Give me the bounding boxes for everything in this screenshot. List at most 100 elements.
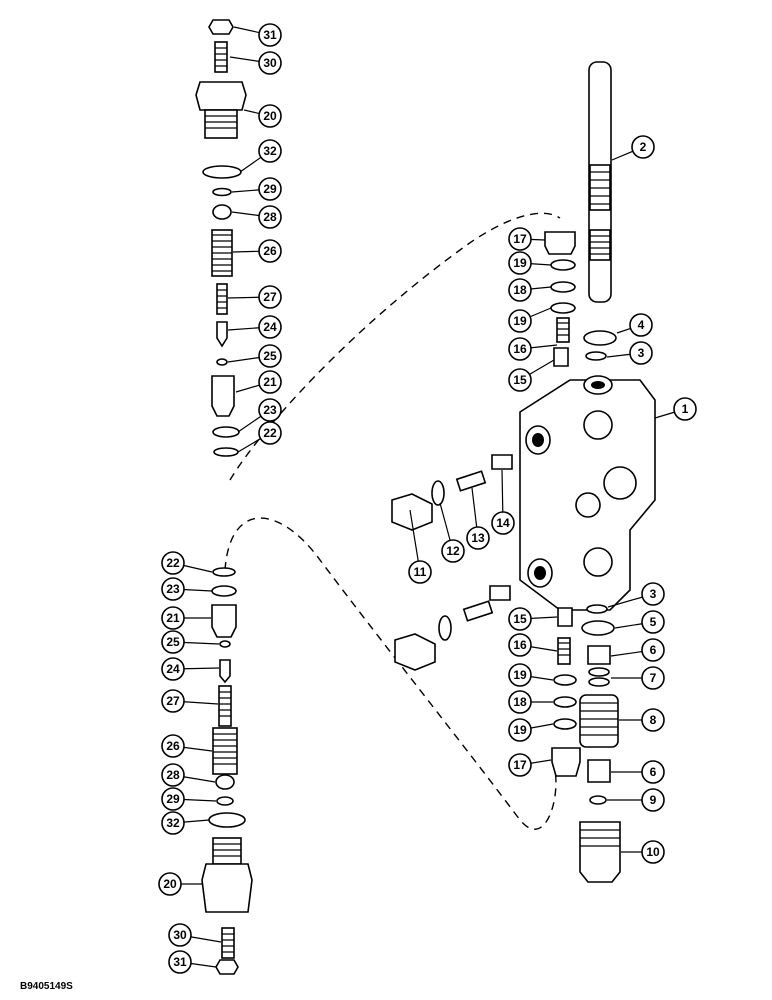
- callout-8: 8: [619, 708, 665, 732]
- callout-number: 31: [263, 28, 277, 42]
- callout-number: 31: [173, 955, 187, 969]
- callout-bubble: [508, 337, 532, 361]
- callout-6: 6: [611, 760, 665, 784]
- callout-bubble: [408, 560, 432, 584]
- callout-bubble: [508, 251, 532, 275]
- callout-bubble: [258, 104, 282, 128]
- callout-number: 3: [638, 346, 645, 360]
- callout-number: 19: [513, 668, 527, 682]
- lower-body-stack: [551, 604, 621, 883]
- callout-28: 28: [161, 763, 216, 787]
- callout-number: 25: [263, 349, 277, 363]
- callout-number: 9: [650, 793, 657, 807]
- callout-19: 19: [508, 718, 554, 742]
- callout-27: 27: [227, 285, 282, 309]
- callout-number: 24: [166, 662, 180, 676]
- callout-bubble: [161, 657, 185, 681]
- callout-bubble: [161, 734, 185, 758]
- callout-13: 13: [466, 487, 490, 550]
- callout-21: 21: [235, 370, 282, 394]
- callout-bubble: [161, 577, 185, 601]
- callout-number: 14: [496, 516, 510, 530]
- callout-number: 27: [166, 694, 180, 708]
- callout-30: 30: [168, 923, 222, 947]
- callout-bubble: [466, 526, 490, 550]
- callout-5: 5: [614, 610, 665, 634]
- callout-bubble: [641, 708, 665, 732]
- callout-18: 18: [508, 690, 553, 714]
- upper-relief-valve-parts: [195, 19, 247, 457]
- callout-bubble: [508, 718, 532, 742]
- callout-bubble: [641, 760, 665, 784]
- callout-19: 19: [508, 663, 554, 687]
- callout-number: 28: [263, 210, 277, 224]
- callout-6: 6: [610, 638, 665, 662]
- callout-15: 15: [508, 359, 555, 392]
- callout-number: 22: [263, 426, 277, 440]
- callout-bubble: [508, 633, 532, 657]
- callout-bubble: [161, 689, 185, 713]
- callout-number: 26: [263, 244, 277, 258]
- callout-number: 23: [166, 582, 180, 596]
- callout-24: 24: [227, 315, 282, 339]
- callout-18: 18: [508, 278, 552, 302]
- callout-bubble: [641, 582, 665, 606]
- callout-bubble: [641, 610, 665, 634]
- callout-bubble: [161, 606, 185, 630]
- callout-16: 16: [508, 633, 558, 657]
- callout-bubble: [258, 205, 282, 229]
- callout-bubble: [641, 638, 665, 662]
- callout-number: 8: [650, 713, 657, 727]
- callout-bubble: [161, 630, 185, 654]
- callout-bubble: [508, 368, 532, 392]
- callout-number: 23: [263, 403, 277, 417]
- callout-23: 23: [237, 398, 282, 433]
- assembly-path-lower: [224, 517, 557, 830]
- callout-bubble: [508, 663, 532, 687]
- callout-bubble: [508, 278, 532, 302]
- callout-bubble: [258, 23, 282, 47]
- callout-number: 24: [263, 320, 277, 334]
- spool-assembly: [583, 61, 617, 361]
- callout-31: 31: [168, 950, 217, 974]
- callout-14: 14: [491, 469, 515, 535]
- callout-number: 2: [640, 140, 647, 154]
- callout-number: 10: [646, 845, 660, 859]
- callout-number: 17: [513, 758, 527, 772]
- callout-number: 21: [263, 375, 277, 389]
- callout-bubble: [258, 421, 282, 445]
- callout-20: 20: [243, 104, 282, 128]
- callout-number: 6: [650, 765, 657, 779]
- callout-number: 19: [513, 256, 527, 270]
- callout-24: 24: [161, 657, 220, 681]
- callout-number: 11: [414, 565, 427, 579]
- callout-number: 13: [471, 531, 485, 545]
- callout-bubble: [258, 239, 282, 263]
- callout-29: 29: [161, 787, 217, 811]
- callout-bubble: [491, 511, 515, 535]
- side-plugs-and-springs: [391, 454, 513, 671]
- callout-bubble: [631, 135, 655, 159]
- callout-12: 12: [439, 502, 465, 563]
- callout-number: 12: [446, 544, 460, 558]
- callout-number: 4: [638, 318, 645, 332]
- callout-number: 27: [263, 290, 277, 304]
- callout-number: 21: [166, 611, 180, 625]
- callout-9: 9: [607, 788, 665, 812]
- callout-number: 28: [166, 768, 180, 782]
- callout-bubble: [258, 285, 282, 309]
- callout-25: 25: [161, 630, 220, 654]
- callout-23: 23: [161, 577, 213, 601]
- callout-19: 19: [508, 307, 552, 333]
- callout-number: 19: [513, 314, 527, 328]
- callout-26: 26: [161, 734, 213, 758]
- callout-bubble: [168, 923, 192, 947]
- callout-1: 1: [654, 397, 697, 421]
- callout-26: 26: [232, 239, 282, 263]
- callout-3: 3: [607, 582, 665, 608]
- callout-number: 29: [263, 182, 277, 196]
- callout-11: 11: [408, 509, 432, 584]
- callout-7: 7: [611, 666, 665, 690]
